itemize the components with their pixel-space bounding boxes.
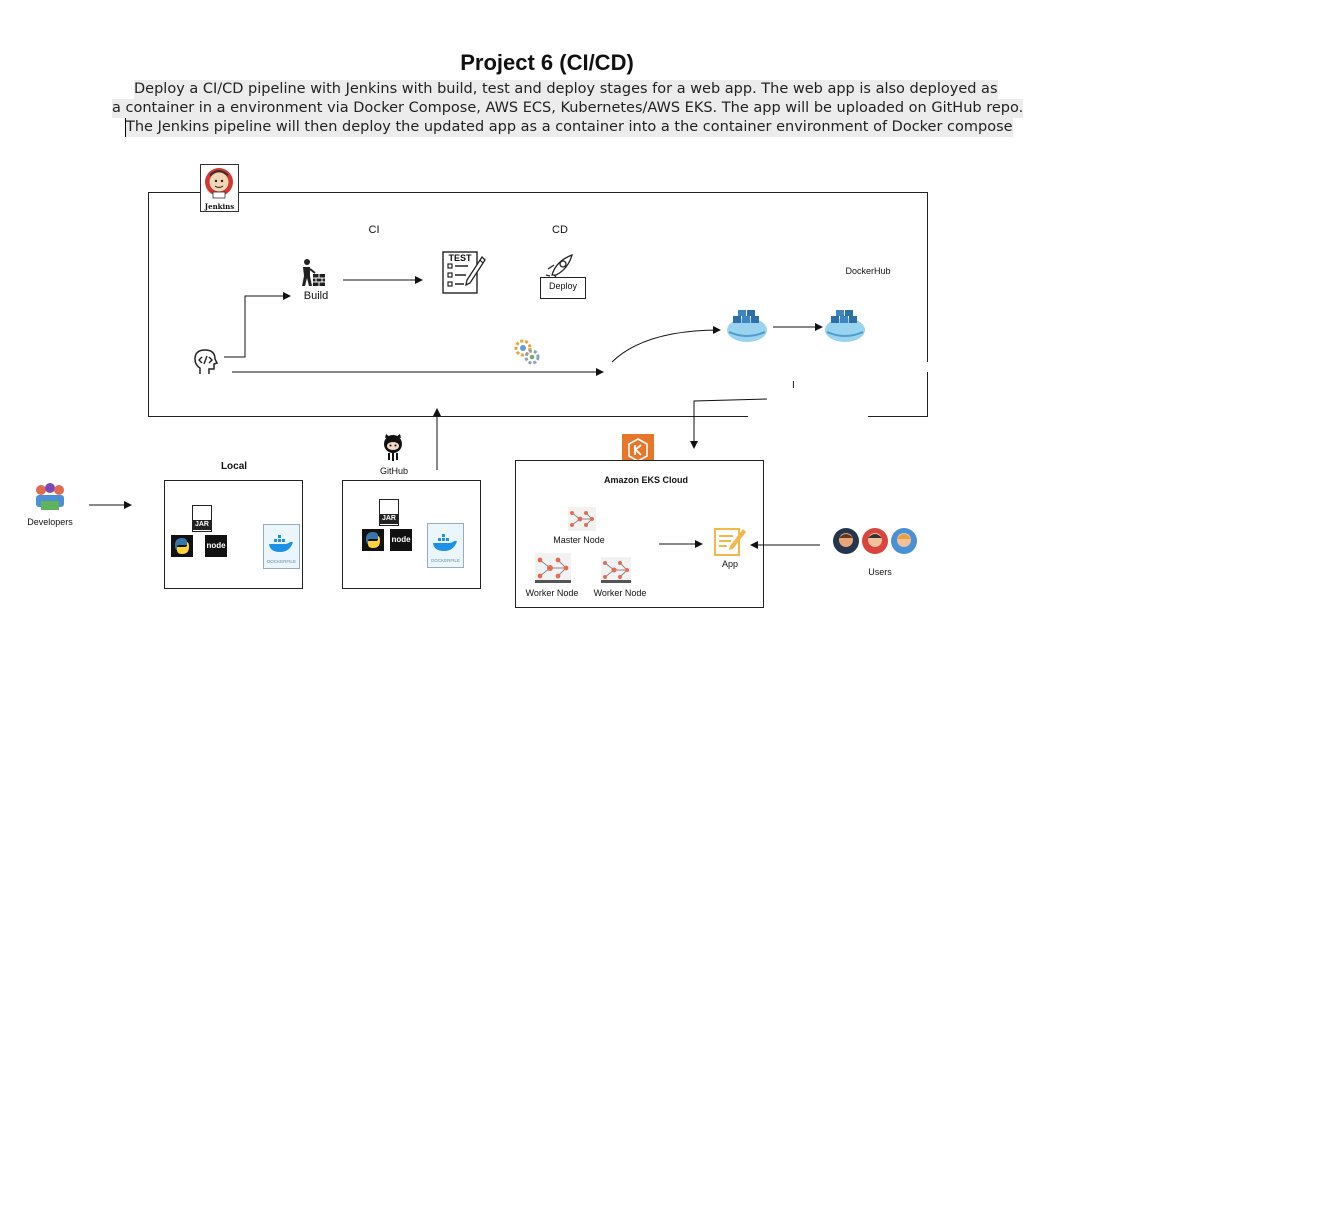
github-octocat-icon [384, 434, 402, 461]
docker-container-icon-1 [727, 310, 767, 342]
rocket-icon [545, 253, 573, 277]
python-icon [171, 535, 193, 557]
cursor-marker: I [792, 380, 795, 391]
build-label: Build [303, 290, 329, 302]
jenkins-icon [205, 168, 233, 199]
test-label: TEST [448, 253, 472, 263]
users-label: Users [868, 567, 892, 577]
test-icon [442, 251, 486, 294]
dockerfile-icon: DOCKERFILE [427, 523, 464, 568]
master-node-icon [568, 507, 596, 531]
cd-label: CD [552, 224, 568, 236]
arrow-to-docker-container [611, 326, 721, 363]
eks-label: Amazon EKS Cloud [603, 475, 688, 485]
description-line-2: a container in a environment via Docker … [112, 99, 1024, 118]
jenkins-pipeline-box [148, 192, 928, 417]
jenkins-logo: Jenkins [200, 164, 239, 212]
worker-node-icon-2 [601, 557, 631, 583]
local-box: JAR node DOCKERFILE [164, 480, 303, 589]
docker-container-icon-2 [825, 310, 865, 342]
eks-cloud-box: Amazon EKS Cloud Master Node Worker Node… [515, 460, 764, 608]
dockerfile-icon: DOCKERFILE [263, 524, 300, 569]
gears-icon [514, 339, 540, 365]
github-label: GitHub [379, 466, 408, 476]
description-line-3: The Jenkins pipeline will then deploy th… [125, 118, 1013, 137]
build-icon [302, 259, 325, 286]
description-line-1: Deploy a CI/CD pipeline with Jenkins wit… [134, 80, 998, 99]
users-icon [833, 528, 917, 554]
github-box: JAR node DOCKERFILE [342, 480, 481, 589]
source-code-icon [194, 349, 219, 374]
app-label: App [721, 559, 738, 569]
python-icon [362, 529, 384, 551]
node-icon: node [390, 529, 412, 551]
arrow-to-eks [690, 398, 768, 449]
deploy-label: Deploy [548, 281, 577, 291]
master-node-label: Master Node [553, 535, 605, 545]
worker-node-2-label: Worker Node [593, 588, 647, 598]
worker-node-icon-1 [535, 553, 571, 583]
dockerhub-label: DockerHub [845, 266, 891, 276]
jar-icon: JAR [379, 499, 399, 526]
developers-icon [36, 483, 64, 510]
developers-label: Developers [27, 517, 73, 527]
page-title: Project 6 (CI/CD) [460, 50, 634, 75]
node-icon: node [205, 535, 227, 557]
app-icon [714, 528, 746, 556]
ci-label: CI [368, 224, 380, 236]
jenkins-logo-text: Jenkins [204, 202, 235, 211]
worker-node-1-label: Worker Node [525, 588, 579, 598]
local-label: Local [220, 461, 248, 472]
deploy-box: Deploy [540, 277, 586, 299]
jar-icon: JAR [192, 505, 212, 532]
arrow-code-to-build [224, 292, 291, 358]
